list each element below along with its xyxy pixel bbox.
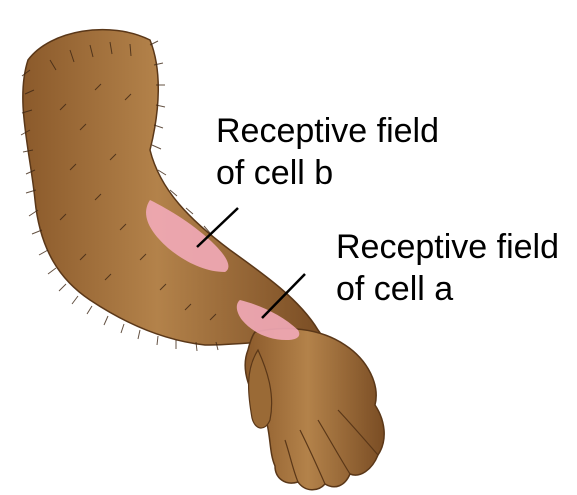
label-receptive-field-cell-b: Receptive field of cell b xyxy=(216,110,439,194)
label-b-line1: Receptive field xyxy=(216,110,439,152)
label-receptive-field-cell-a: Receptive field of cell a xyxy=(336,226,559,310)
label-a-line2: of cell a xyxy=(336,268,559,310)
label-b-line2: of cell b xyxy=(216,152,439,194)
label-a-line1: Receptive field xyxy=(336,226,559,268)
